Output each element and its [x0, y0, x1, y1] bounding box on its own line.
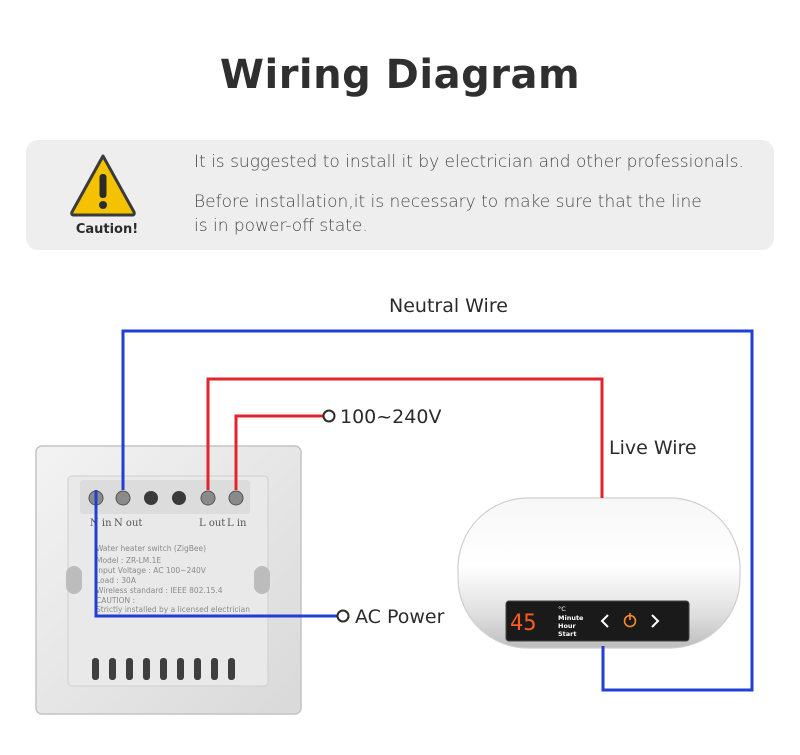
caution-label: Caution!: [75, 222, 139, 237]
page-title: Wiring Diagram: [219, 52, 581, 98]
ac-power-neutral-wire: [94, 490, 337, 618]
water-heater: 45 °C Minute Hour Start: [457, 497, 741, 649]
terminal-label-n-in: N in: [90, 518, 112, 529]
supply-live-wire: [234, 414, 323, 490]
heater-control-panel: [505, 600, 690, 642]
terminal-blank-1: [144, 491, 158, 505]
wall-switch: N in N out L out L in Water heater switc…: [35, 445, 302, 715]
switch-info-1: Model : ZR-LM.1E: [96, 556, 161, 565]
switch-info-0: Water heater switch (ZigBee): [96, 544, 206, 553]
ac-power-terminal: [336, 609, 350, 623]
heater-mode-minute: Minute: [558, 614, 584, 622]
terminal-label-l-in: L in: [227, 518, 247, 529]
mount-slot-right: [254, 566, 270, 594]
live-wire-loop: [206, 377, 604, 498]
mount-slot-left: [66, 566, 82, 594]
switch-info-5: CAUTION :: [96, 596, 135, 605]
live-wire-label: Live Wire: [609, 437, 697, 459]
terminal-n-out: [115, 490, 131, 506]
heater-unit: °C: [558, 605, 566, 613]
switch-info-2: Input Voltage : AC 100~240V: [96, 566, 207, 575]
live-wires: [206, 377, 604, 498]
heater-power-icon: [623, 613, 637, 628]
voltage-terminal: [322, 409, 336, 423]
terminal-blank-2: [172, 491, 186, 505]
caution-text-line-2: Before installation,it is necessary to m…: [194, 192, 702, 212]
voltage-label: 100~240V: [340, 406, 441, 428]
terminal-label-l-out: L out: [199, 518, 225, 529]
neutral-wire-label: Neutral Wire: [389, 295, 508, 317]
vent-slots: [92, 658, 235, 680]
neutral-wires: [94, 329, 754, 692]
terminal-l-in: [228, 490, 244, 506]
neutral-wire-loop: [121, 329, 754, 692]
caution-text-line-3: is in power-off state.: [194, 216, 368, 236]
switch-info-4: Wireless standard : IEEE 802.15.4: [96, 586, 223, 595]
terminal-label-n-out: N out: [114, 518, 142, 529]
heater-mode-start: Start: [558, 630, 577, 638]
heater-left-arrow-icon: [600, 614, 609, 628]
caution-text-line-1: It is suggested to install it by electri…: [194, 152, 744, 172]
warning-triangle-icon: [70, 154, 136, 217]
terminal-l-out: [200, 490, 216, 506]
switch-info-6: Strictly installed by a licensed electri…: [96, 605, 250, 614]
heater-right-arrow-icon: [651, 614, 660, 628]
caution-panel: Caution! It is suggested to install it b…: [26, 140, 774, 250]
heater-mode-hour: Hour: [558, 622, 577, 630]
ac-power-label: AC Power: [355, 606, 445, 628]
switch-info-3: Load : 30A: [96, 576, 137, 585]
heater-display-value: 45: [510, 611, 537, 636]
